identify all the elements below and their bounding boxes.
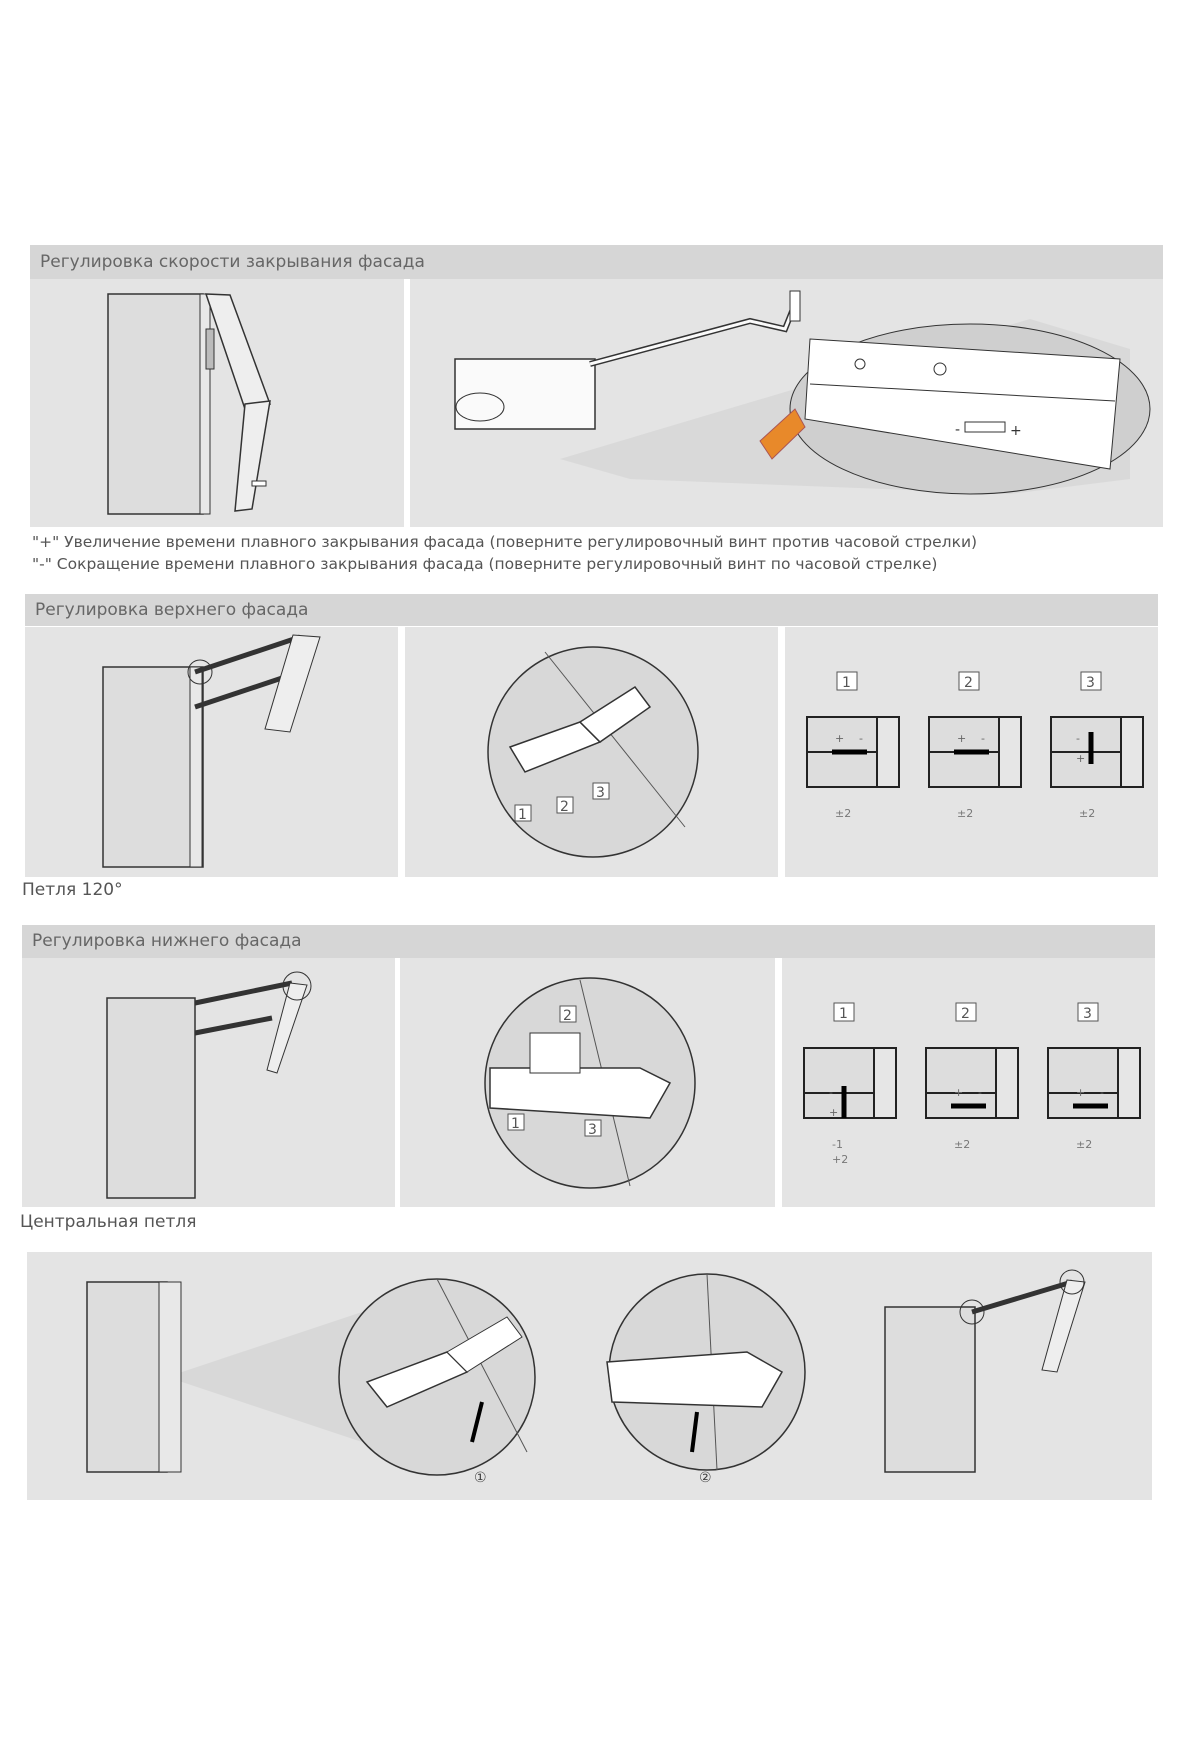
note-plus: "+" Увеличение времени плавного закрыван… bbox=[32, 533, 978, 551]
sign-label: + bbox=[954, 1086, 963, 1099]
adjustment-number: 2 bbox=[961, 1006, 970, 1022]
tolerance-label: +2 bbox=[832, 1153, 848, 1166]
drawer-side bbox=[998, 716, 1022, 788]
callout-3: 3 bbox=[596, 785, 605, 801]
drawer-side bbox=[1117, 1047, 1141, 1119]
screwdriver-icon bbox=[759, 408, 806, 460]
cabinet-illustration bbox=[30, 279, 404, 527]
sign-label: - bbox=[1100, 1086, 1104, 1099]
drawer-side bbox=[873, 1047, 897, 1119]
upper-adjustment-diagrams: 1 + - ±2 2 + - ±2 3 - + ±2 bbox=[785, 627, 1158, 877]
adjustment-number-box bbox=[836, 671, 858, 691]
adjustment-number-box bbox=[955, 1002, 977, 1022]
lower-adjustment-diagrams: 1 - + -1 +2 2 + - ±2 3 + - ±2 bbox=[782, 958, 1155, 1207]
lower-hinge-detail: 2 1 3 bbox=[400, 958, 775, 1207]
adjustment-number: 2 bbox=[964, 675, 973, 691]
sign-label: - bbox=[829, 1086, 833, 1099]
callout-3: 3 bbox=[588, 1122, 597, 1138]
plus-mark: + bbox=[1010, 423, 1022, 439]
section-header-upper-facade: Регулировка верхнего фасада bbox=[25, 594, 1158, 626]
sign-label: - bbox=[978, 1086, 982, 1099]
adjustment-number-box bbox=[1080, 671, 1102, 691]
step-1: ① bbox=[474, 1470, 487, 1486]
drawer-side bbox=[876, 716, 900, 788]
callout-2: 2 bbox=[560, 799, 569, 815]
sign-label: + bbox=[829, 1106, 838, 1119]
sign-label: + bbox=[835, 732, 844, 745]
adjustment-number-box bbox=[958, 671, 980, 691]
sign-label: + bbox=[1076, 1086, 1085, 1099]
adjustment-number: 1 bbox=[839, 1006, 848, 1022]
sign-label: + bbox=[1076, 752, 1085, 765]
sign-label: + bbox=[957, 732, 966, 745]
hinge-caption-central: Центральная петля bbox=[20, 1212, 197, 1232]
step-2: ② bbox=[699, 1470, 712, 1486]
minus-mark: - bbox=[955, 422, 960, 438]
adjustment-number-box bbox=[1077, 1002, 1099, 1022]
drawer-front bbox=[803, 1047, 875, 1119]
adjustment-number: 3 bbox=[1083, 1006, 1092, 1022]
arrow-icon bbox=[470, 1401, 484, 1443]
tolerance-label: ±2 bbox=[957, 807, 973, 820]
callout-2: 2 bbox=[563, 1008, 572, 1024]
tolerance-label: ±2 bbox=[954, 1138, 970, 1151]
sign-label: - bbox=[981, 732, 985, 745]
hinge-caption-120: Петля 120° bbox=[22, 880, 123, 900]
sign-label: - bbox=[1076, 732, 1080, 745]
note-minus: "-" Сокращение времени плавного закрыван… bbox=[32, 555, 938, 573]
callout-1: 1 bbox=[511, 1116, 520, 1132]
arrow-icon bbox=[690, 1411, 699, 1453]
drawer-side bbox=[1120, 716, 1144, 788]
adjustment-number-box bbox=[833, 1002, 855, 1022]
upper-hinge-detail: 1 2 3 bbox=[405, 627, 778, 877]
drawer-side bbox=[995, 1047, 1019, 1119]
central-hinge-panel: ① ② bbox=[27, 1252, 1152, 1500]
lower-facade-cabinet bbox=[22, 958, 395, 1207]
adjustment-number: 1 bbox=[842, 675, 851, 691]
tolerance-label: ±2 bbox=[1076, 1138, 1092, 1151]
callout-1: 1 bbox=[518, 807, 527, 823]
tolerance-label: -1 bbox=[832, 1138, 843, 1151]
mechanism-illustration: - + bbox=[410, 279, 1163, 527]
upper-facade-cabinet bbox=[25, 627, 398, 877]
adjustment-number: 3 bbox=[1086, 675, 1095, 691]
sign-label: - bbox=[859, 732, 863, 745]
section-header-closing-speed: Регулировка скорости закрывания фасада bbox=[30, 245, 1163, 279]
section-header-lower-facade: Регулировка нижнего фасада bbox=[22, 925, 1155, 958]
tolerance-label: ±2 bbox=[835, 807, 851, 820]
tolerance-label: ±2 bbox=[1079, 807, 1095, 820]
